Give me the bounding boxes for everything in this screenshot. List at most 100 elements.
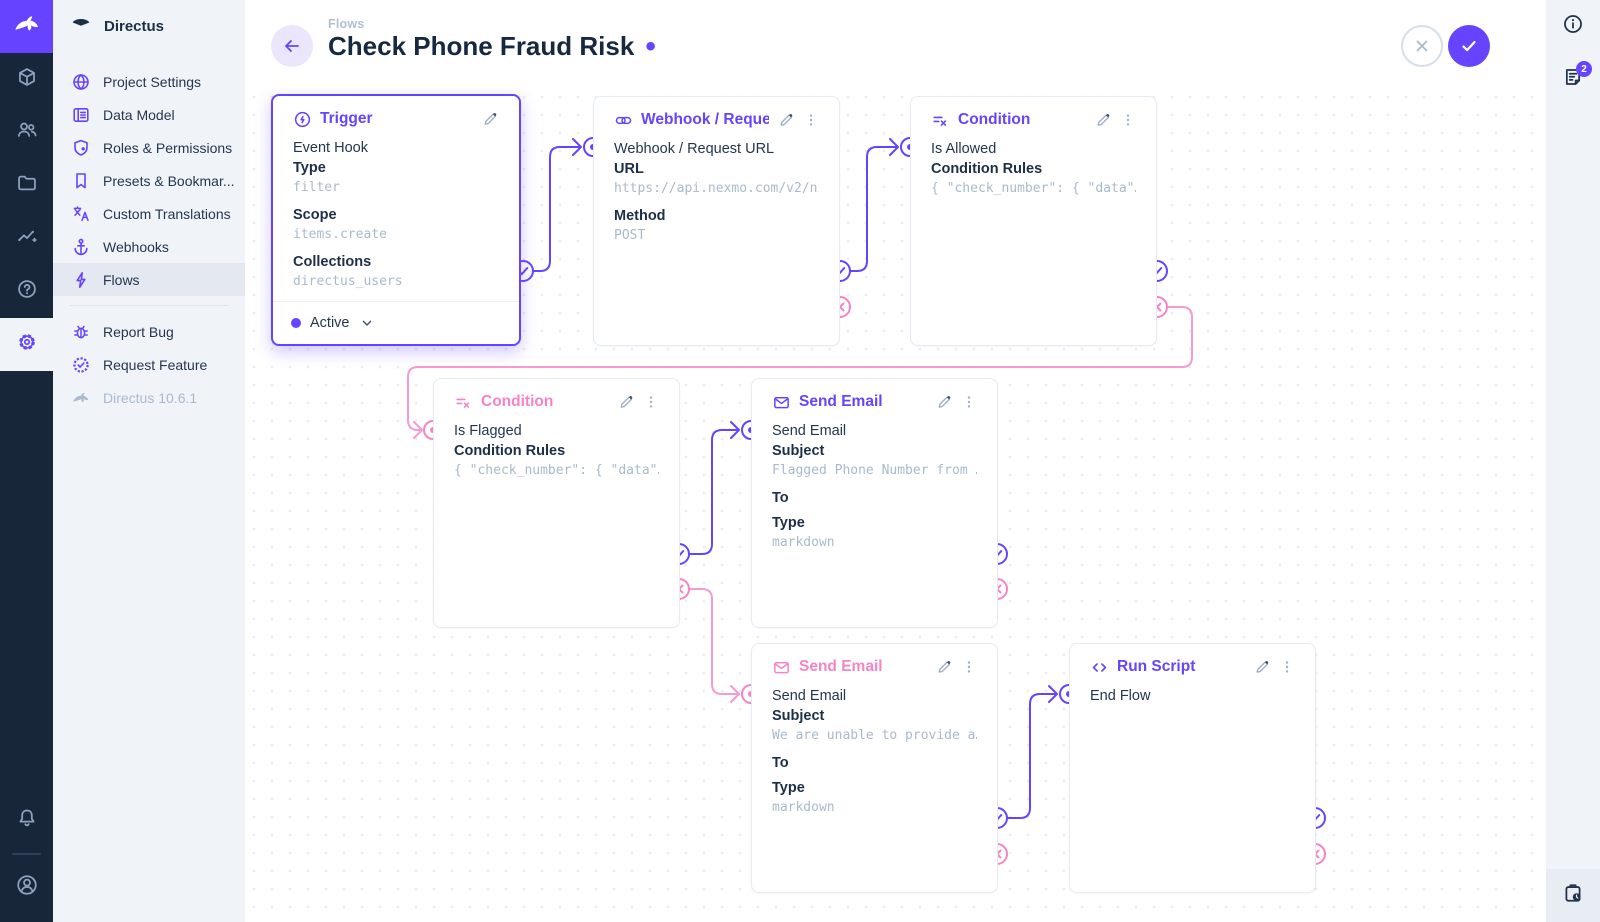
field-value: { "check_number": { "data"… (931, 181, 1136, 196)
sidebar-item-label: Project Settings (103, 73, 202, 90)
edge-email-resolve-to-run-script (996, 685, 1058, 819)
sidebar-version: Directus 10.6.1 (53, 381, 245, 414)
sidebar-divider (70, 305, 228, 306)
field-label: Condition Rules (454, 443, 566, 459)
user-directory-icon (16, 119, 38, 146)
field-value: items.create (293, 227, 387, 242)
check-icon (1462, 41, 1476, 52)
edge-trigger-to-webhook (522, 138, 582, 272)
rosette-check-icon (70, 354, 91, 375)
activity-log-button[interactable] (1546, 869, 1600, 922)
edit-pencil-icon[interactable] (777, 111, 795, 129)
edit-pencil-icon[interactable] (617, 393, 635, 411)
condition-icon (931, 111, 950, 130)
card-title: Send Email (799, 393, 883, 410)
link-icon (614, 111, 633, 130)
info-sidebar-button[interactable] (1546, 0, 1600, 53)
kebab-menu-icon[interactable] (803, 112, 819, 128)
sidebar-item-label: Request Feature (103, 356, 208, 373)
module-user-directory[interactable] (0, 106, 53, 159)
cancel-button[interactable] (1401, 25, 1443, 67)
field-value: markdown (772, 535, 835, 550)
page-header: Flows Check Phone Fraud Risk • (245, 0, 1546, 88)
sidebar-item-report-bug[interactable]: Report Bug (53, 315, 245, 348)
module-content[interactable] (0, 53, 53, 106)
flow-card-trigger[interactable]: Trigger Event Hook Type filter Scope ite… (271, 94, 521, 346)
edit-pencil-icon[interactable] (481, 110, 499, 128)
directus-logo-button[interactable] (0, 0, 53, 53)
chevron-down-icon (359, 315, 375, 331)
flow-card-condition-allowed[interactable]: Condition Is Allowed Condition Rules { "… (910, 96, 1157, 346)
data-model-icon (70, 104, 91, 125)
edge-condition-flagged-reject-to-email (678, 588, 740, 703)
card-title: Run Script (1117, 658, 1196, 675)
kebab-menu-icon[interactable] (961, 659, 977, 675)
card-title: Condition (481, 393, 554, 410)
field-label: Method (614, 208, 666, 224)
sidebar-item-flows[interactable]: Flows (53, 263, 245, 296)
sidebar-item-project-settings[interactable]: Project Settings (53, 65, 245, 98)
flow-canvas[interactable]: Trigger Event Hook Type filter Scope ite… (245, 88, 1546, 922)
module-help[interactable] (0, 265, 53, 318)
project-switcher[interactable]: Directus (53, 0, 245, 53)
help-icon (16, 278, 38, 305)
field-label: Type (772, 515, 805, 531)
sidebar-version-label: Directus 10.6.1 (103, 389, 198, 406)
field-label: To (772, 490, 789, 506)
module-account[interactable] (0, 861, 53, 914)
field-value: We are unable to provide a… (772, 728, 977, 743)
field-value: markdown (772, 800, 835, 815)
flow-card-email-flagged[interactable]: Send Email Send Email Subject Flagged Ph… (751, 378, 998, 628)
status-label: Active (310, 315, 350, 331)
edit-pencil-icon[interactable] (1253, 658, 1271, 676)
sidebar-item-roles-permissions[interactable]: Roles & Permissions (53, 131, 245, 164)
sidebar-item-request-feature[interactable]: Request Feature (53, 348, 245, 381)
edit-pencil-icon[interactable] (935, 658, 953, 676)
sidebar-item-data-model[interactable]: Data Model (53, 98, 245, 131)
notifications-panel-button[interactable]: 2 (1546, 53, 1600, 106)
flow-card-run-script[interactable]: Run Script End Flow (1069, 643, 1316, 893)
operation-name: Webhook / Request URL (614, 141, 775, 157)
sidebar-item-custom-translations[interactable]: Custom Translations (53, 197, 245, 230)
module-insights[interactable] (0, 212, 53, 265)
sidebar-item-label: Roles & Permissions (103, 139, 233, 156)
kebab-menu-icon[interactable] (1279, 659, 1295, 675)
arrow-left-icon (285, 40, 299, 52)
edge-condition-flagged-resolve-to-email (678, 421, 740, 555)
flow-card-email-unable[interactable]: Send Email Send Email Subject We are una… (751, 643, 998, 893)
sidebar-item-label: Data Model (103, 106, 175, 123)
field-value: directus_users (293, 274, 403, 289)
trigger-name: Event Hook (293, 140, 368, 156)
kebab-menu-icon[interactable] (961, 394, 977, 410)
sidebar-item-label: Custom Translations (103, 205, 231, 222)
card-title: Trigger (320, 110, 373, 127)
collections-cube-icon (16, 66, 38, 93)
breadcrumb[interactable]: Flows (328, 17, 365, 31)
field-value: https://api.nexmo.com/v2/ni (614, 181, 819, 196)
flow-card-webhook[interactable]: Webhook / Request URL Webhook / Request … (593, 96, 840, 346)
right-sidebar: 2 (1546, 0, 1600, 922)
rabbit-icon (70, 387, 91, 408)
flow-card-condition-flagged[interactable]: Condition Is Flagged Condition Rules { "… (433, 378, 680, 628)
kebab-menu-icon[interactable] (643, 394, 659, 410)
card-title: Condition (958, 111, 1031, 128)
module-file-library[interactable] (0, 159, 53, 212)
edit-pencil-icon[interactable] (1094, 111, 1112, 129)
file-library-icon (16, 172, 38, 199)
sidebar-item-webhooks[interactable]: Webhooks (53, 230, 245, 263)
module-settings[interactable] (0, 318, 53, 371)
kebab-menu-icon[interactable] (1120, 112, 1136, 128)
globe-icon (70, 71, 91, 92)
sidebar-item-label: Webhooks (103, 238, 169, 255)
module-notifications[interactable] (0, 794, 53, 847)
back-button[interactable] (271, 25, 313, 67)
close-icon (1416, 40, 1428, 52)
card-title: Webhook / Request URL (641, 111, 769, 128)
flow-status-toggle[interactable]: Active (273, 301, 519, 344)
save-button[interactable] (1448, 25, 1490, 67)
notifications-bell-icon (16, 807, 38, 834)
field-label: Condition Rules (931, 161, 1043, 177)
edit-pencil-icon[interactable] (935, 393, 953, 411)
field-label: URL (614, 161, 644, 177)
sidebar-item-presets-bookmarks[interactable]: Presets & Bookmar... (53, 164, 245, 197)
